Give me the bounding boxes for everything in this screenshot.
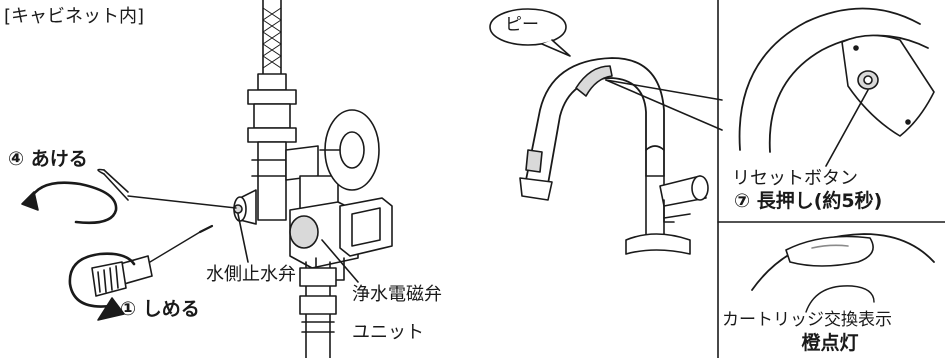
beep-label: ピー bbox=[505, 15, 539, 35]
solenoid-label-line2: ユニット bbox=[352, 322, 424, 343]
faucet-body bbox=[625, 145, 709, 255]
solenoid-leader bbox=[321, 239, 359, 283]
water-side-shutoff-valve bbox=[233, 189, 257, 225]
step-open-label: ④ あける bbox=[8, 148, 88, 170]
open-rotation-arrow bbox=[21, 181, 118, 225]
indicator-detail bbox=[751, 233, 935, 313]
braided-hose bbox=[257, 0, 287, 91]
lower-pipe bbox=[299, 261, 337, 358]
speech-bubble bbox=[489, 8, 571, 57]
step-close-label: ① しめる bbox=[120, 298, 200, 320]
cabinet-section-label: [キャビネット内] bbox=[4, 6, 145, 27]
reset-button-label: リセットボタン bbox=[732, 168, 858, 189]
upper-screwdriver bbox=[97, 168, 237, 209]
orange-lit-label: 橙点灯 bbox=[801, 332, 859, 354]
faucet-spout bbox=[519, 57, 665, 201]
water-valve-leader bbox=[237, 213, 249, 263]
reset-detail-arc bbox=[738, 7, 935, 153]
detail-zoom-lines bbox=[605, 79, 723, 131]
valve-body bbox=[247, 89, 339, 225]
shutoff-valve-handle bbox=[319, 109, 380, 191]
cartridge-indicator-label: カートリッジ交換表示 bbox=[722, 310, 892, 330]
reset-button-leader bbox=[825, 89, 869, 167]
close-rotation-arrow bbox=[68, 252, 136, 321]
water-valve-label: 水側止水弁 bbox=[206, 264, 296, 285]
long-press-label: ⑦ 長押し(約5秒) bbox=[734, 190, 883, 212]
solenoid-label-line1: 浄水電磁弁 bbox=[352, 284, 442, 305]
solenoid-valve-unit bbox=[289, 197, 393, 281]
lower-screwdriver bbox=[91, 224, 214, 297]
